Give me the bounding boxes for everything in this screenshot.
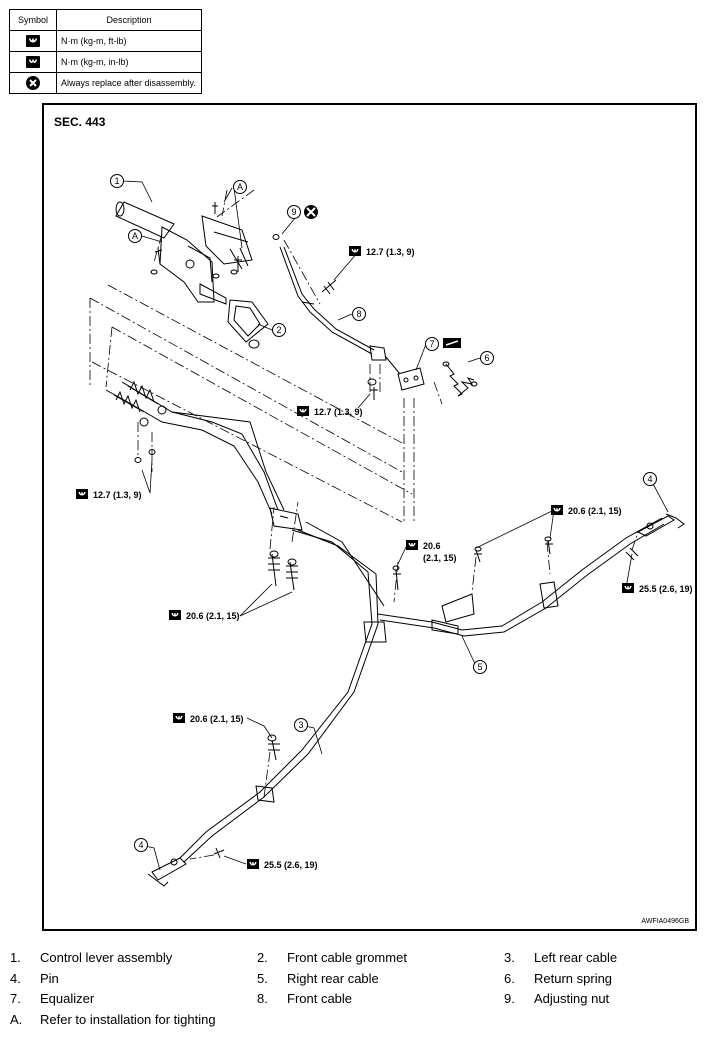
- torque-spec: 20.6 (2.1, 15): [169, 610, 240, 621]
- torque-ft-lb-icon: [173, 713, 185, 723]
- torque-ft-lb-icon: [551, 505, 563, 515]
- callout-3: 3: [294, 718, 308, 732]
- callout-8: 8: [352, 307, 366, 321]
- torque-specs: 12.7 (1.3, 9) 12.7 (1.3, 9) 12.7 (1.3, 9…: [76, 246, 693, 870]
- torque-ft-lb-icon: [76, 489, 88, 499]
- left-rear-cable: [179, 529, 387, 863]
- torque-ft-lb-icon: [297, 406, 309, 416]
- symbol-cell: [9, 51, 57, 73]
- symbol-header: Symbol: [9, 9, 57, 31]
- legend-item: 2.Front cable grommet: [257, 950, 407, 965]
- torque-spec: 12.7 (1.3, 9): [297, 406, 363, 417]
- svg-text:3: 3: [298, 720, 303, 730]
- torque-spec: 12.7 (1.3, 9): [349, 246, 415, 257]
- always-replace-icon: [26, 76, 40, 90]
- svg-text:A: A: [132, 231, 138, 241]
- callout-6: 6: [480, 351, 494, 365]
- legend-item: 9.Adjusting nut: [504, 991, 610, 1006]
- torque-spec: 20.6 (2.1, 15): [406, 540, 457, 563]
- symbol-table: Symbol Description N·m (kg-m, ft-lb) N·m…: [9, 9, 202, 94]
- svg-text:20.6 (2.1, 15): 20.6 (2.1, 15): [568, 506, 622, 516]
- svg-text:12.7 (1.3, 9): 12.7 (1.3, 9): [366, 247, 415, 257]
- svg-text:1: 1: [114, 176, 119, 186]
- svg-text:12.7 (1.3, 9): 12.7 (1.3, 9): [93, 490, 142, 500]
- alignment-lines: [89, 189, 639, 860]
- description-cell: Always replace after disassembly.: [56, 72, 202, 94]
- description-cell: N·m (kg-m, ft-lb): [56, 30, 202, 52]
- grease-icon: [443, 338, 461, 348]
- torque-in-lb-icon: [26, 56, 40, 68]
- figure-code: AWFIA0496GB: [641, 918, 689, 925]
- svg-text:8: 8: [356, 309, 361, 319]
- symbol-cell: [9, 30, 57, 52]
- right-rear-cable: [305, 517, 665, 637]
- torque-ft-lb-icon: [622, 583, 634, 593]
- svg-text:4: 4: [647, 474, 652, 484]
- svg-text:2: 2: [276, 325, 281, 335]
- torque-ft-lb-icon: [169, 610, 181, 620]
- front-cable: [272, 234, 387, 361]
- torque-ft-lb-icon: [349, 246, 361, 256]
- description-header: Description: [56, 9, 202, 31]
- svg-text:5: 5: [477, 662, 482, 672]
- svg-text:25.5 (2.6, 19): 25.5 (2.6, 19): [264, 860, 318, 870]
- torque-spec: 25.5 (2.6, 19): [622, 583, 693, 594]
- torque-ft-lb-icon: [26, 35, 40, 47]
- svg-text:7: 7: [429, 339, 434, 349]
- parts-legend: 1.Control lever assembly 2.Front cable g…: [10, 950, 710, 1032]
- always-replace-icon: [304, 205, 318, 219]
- legend-item: 7.Equalizer: [10, 991, 95, 1006]
- callouts: 1 A A 9 2 8: [110, 174, 657, 852]
- leader-lines: [122, 180, 669, 871]
- callout-4-right: 4: [643, 472, 657, 486]
- torque-spec: 20.6 (2.1, 15): [551, 505, 622, 516]
- svg-text:(2.1, 15): (2.1, 15): [423, 553, 457, 563]
- svg-text:4: 4: [138, 840, 143, 850]
- section-label: SEC. 443: [54, 115, 106, 129]
- torque-ft-lb-icon: [247, 859, 259, 869]
- equalizer: [385, 356, 425, 391]
- legend-item: 4.Pin: [10, 970, 59, 986]
- legend-item: 6.Return spring: [504, 970, 613, 986]
- control-lever-assembly: [115, 201, 253, 305]
- exploded-view-drawing: 1 A A 9 2 8: [76, 174, 693, 887]
- legend-item: 8.Front cable: [257, 991, 353, 1006]
- svg-text:9: 9: [291, 207, 296, 217]
- front-cable-grommet: [227, 299, 269, 349]
- torque-spec: 12.7 (1.3, 9): [76, 489, 142, 500]
- callout-1: 1: [110, 174, 124, 188]
- legend-item: 3.Left rear cable: [504, 950, 618, 965]
- legend-item: 5.Right rear cable: [257, 970, 379, 986]
- legend-item: 1.Control lever assembly: [10, 950, 173, 965]
- legend-item: A.Refer to installation for tighting: [10, 1011, 216, 1027]
- callout-A-upper: A: [233, 180, 247, 194]
- callout-5: 5: [473, 660, 487, 674]
- svg-text:25.5 (2.6, 19): 25.5 (2.6, 19): [639, 584, 693, 594]
- svg-text:12.7 (1.3, 9): 12.7 (1.3, 9): [314, 407, 363, 417]
- callout-A-lower: A: [128, 229, 142, 243]
- svg-text:6: 6: [484, 353, 489, 363]
- return-spring: [442, 361, 478, 397]
- description-cell: N·m (kg-m, in-lb): [56, 51, 202, 73]
- callout-4-left: 4: [134, 838, 148, 852]
- svg-text:20.6 (2.1, 15): 20.6 (2.1, 15): [190, 714, 244, 724]
- torque-ft-lb-icon: [406, 540, 418, 550]
- callout-9: 9: [287, 205, 301, 219]
- symbol-cell: [9, 72, 57, 94]
- svg-text:20.6: 20.6: [423, 541, 441, 551]
- callout-7: 7: [425, 337, 439, 351]
- torque-spec: 20.6 (2.1, 15): [173, 713, 244, 724]
- svg-text:20.6 (2.1, 15): 20.6 (2.1, 15): [186, 611, 240, 621]
- parking-brake-diagram: SEC. 443 AWFIA0496GB: [42, 103, 697, 931]
- torque-spec: 25.5 (2.6, 19): [247, 859, 318, 870]
- callout-2: 2: [272, 323, 286, 337]
- svg-text:A: A: [237, 182, 243, 192]
